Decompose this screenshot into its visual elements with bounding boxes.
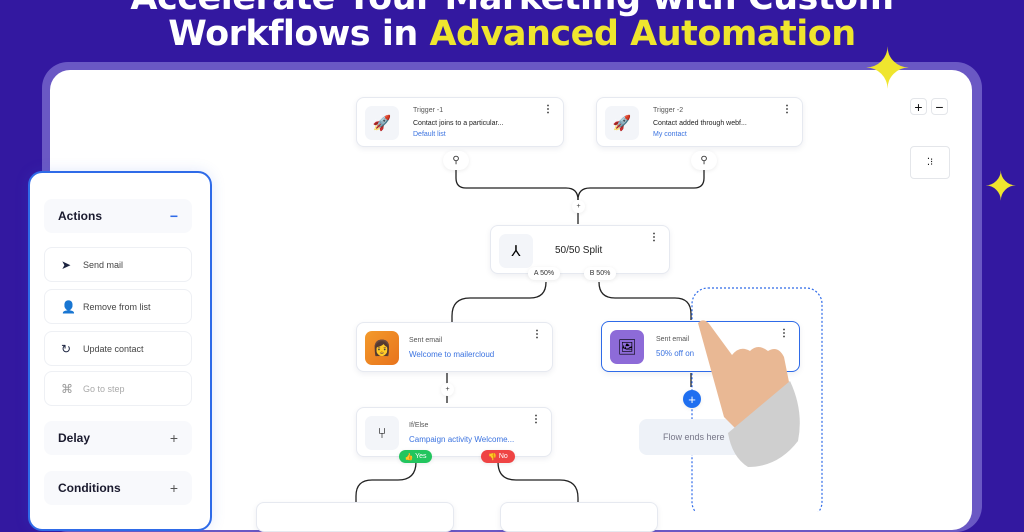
refresh-icon: ↻ [61,341,72,356]
more-menu-icon[interactable]: ⋮ [779,328,789,339]
headline-line2: Workflows in Advanced Automation [0,14,1024,54]
yes-label: Yes [415,453,427,460]
actions-panel: Actions − ➤ Send mail 👤 Remove from list ↻ U… [28,171,212,531]
remove-user-icon: 👤 [61,299,76,314]
split-label: 50/50 Split [555,245,603,256]
branch-b-label: B 50% [584,267,616,280]
more-menu-icon[interactable]: ⋮ [532,329,542,340]
delay-title: Delay [58,431,91,445]
add-step-button[interactable]: + [683,390,701,408]
action-send-mail[interactable]: ➤ Send mail [44,247,192,282]
trigger-link[interactable]: Default list [413,131,446,138]
goto-step-icon: ⌘ [61,381,73,396]
email-label: Sent email [656,336,690,343]
yes-branch-badge[interactable]: 👍 Yes [399,450,432,463]
trigger-description: Contact added through webf... [653,120,747,127]
actions-title: Actions [58,209,103,223]
trigger-description: Contact joins to a particular... [413,120,504,127]
if-else-label: If/Else [409,422,429,429]
zoom-in-button[interactable]: + [910,98,927,115]
filter-icon[interactable]: ⚲ [691,151,717,170]
split-icon: ⅄ [499,234,533,268]
rocket-icon: 🚀 [605,106,639,140]
action-label: Go to step [83,383,125,394]
action-go-to-step[interactable]: ⌘ Go to step [44,371,192,406]
filter-icon[interactable]: ⚲ [443,151,469,170]
conditions-section-header[interactable]: Conditions + [44,471,192,505]
action-label: Send mail [83,259,124,270]
send-icon: ➤ [61,257,72,272]
collapse-icon[interactable]: − [169,208,178,224]
action-update-contact[interactable]: ↻ Update contact [44,331,192,366]
email-thumbnail: 🖼 [610,330,644,364]
more-menu-icon[interactable]: ⋮ [649,232,659,243]
sparkle-icon: ✦ [864,37,911,100]
connectors [355,170,823,512]
more-menu-icon[interactable]: ⋮ [543,104,553,115]
email-link[interactable]: 50% off on [656,349,695,358]
trigger-label: Trigger -1 [413,107,444,114]
more-menu-icon[interactable]: ⋮ [531,414,541,425]
no-label: No [498,453,508,460]
partial-node[interactable] [500,502,658,532]
expand-icon[interactable]: + [169,480,178,496]
hand-pointer-illustration [698,320,800,467]
trigger-node-2[interactable]: 🚀 Trigger -2 Contact added through webf.… [596,97,803,147]
dashed-selection [691,287,823,512]
headline-highlight: Advanced Automation [429,14,856,54]
add-step-button[interactable]: + [441,383,454,396]
delay-section-header[interactable]: Delay + [44,421,192,455]
email-label: Sent email [409,337,443,344]
action-label: Update contact [83,343,144,354]
if-else-node[interactable]: ⑂ If/Else Campaign activity Welcome... ⋮ [356,407,552,457]
partial-node[interactable] [256,502,454,532]
conditions-title: Conditions [58,481,121,495]
email-link[interactable]: Welcome to mailercloud [409,350,495,359]
sparkle-icon: ✦ [984,165,1018,209]
trigger-link[interactable]: My contact [653,131,687,138]
actions-section-header[interactable]: Actions − [44,199,192,233]
minimap-icon[interactable]: ⁚⁝ [910,146,950,179]
action-remove-from-list[interactable]: 👤 Remove from list [44,289,192,324]
headline-line1: Accelerate Your Marketing with Custom [0,0,1024,18]
trigger-node-1[interactable]: 🚀 Trigger -1 Contact joins to a particul… [356,97,564,147]
if-else-icon: ⑂ [365,416,399,450]
expand-icon[interactable]: + [169,430,178,446]
branch-a-label: A 50% [528,267,560,280]
more-menu-icon[interactable]: ⋮ [782,104,792,115]
if-else-link[interactable]: Campaign activity Welcome... [409,435,515,444]
trigger-label: Trigger -2 [653,107,684,114]
split-node[interactable]: ⅄ 50/50 Split ⋮ [490,225,670,274]
zoom-out-button[interactable]: − [931,98,948,115]
add-step-button[interactable]: + [572,200,585,213]
sent-email-node-a[interactable]: 👩 Sent email Welcome to mailercloud ⋮ [356,322,553,372]
headline-white: Workflows in [168,14,418,54]
rocket-icon: 🚀 [365,106,399,140]
no-branch-badge[interactable]: 👎 No [481,450,515,463]
email-thumbnail: 👩 [365,331,399,365]
action-label: Remove from list [83,301,151,312]
